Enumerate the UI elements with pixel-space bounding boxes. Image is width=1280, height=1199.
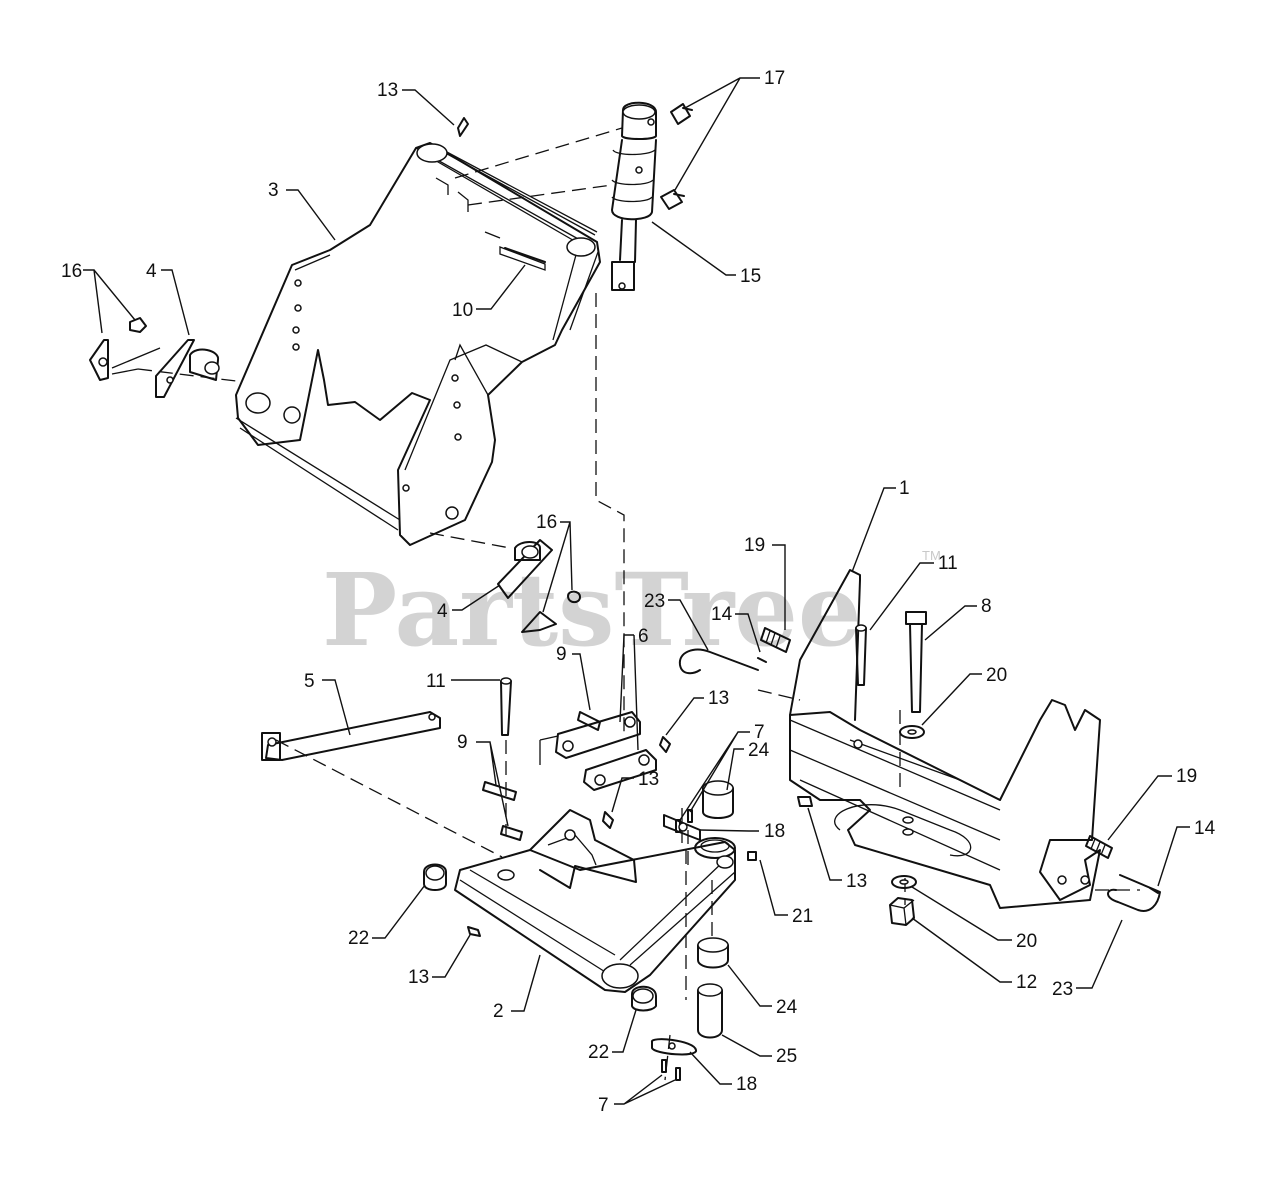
part-14-cotter-pins [757,657,1159,894]
callout-18-lower: 18 [736,1074,757,1095]
part-13-clips [457,117,813,937]
part-9-pins [482,711,601,841]
callout-2: 2 [493,1001,504,1022]
part-25-spacer [697,983,723,1039]
part-15-cylinder [611,101,657,291]
callout-19: 19 [744,535,765,556]
part-16-upper-hardware [89,317,161,381]
bushing-ring [694,837,736,859]
callout-13-center: 13 [638,769,659,790]
callout-7-lower: 7 [598,1095,609,1116]
part-24-bushing-upper [702,780,734,819]
callout-10: 10 [452,300,473,321]
callout-9-lower: 9 [457,732,468,753]
callout-13-right: 13 [846,871,867,892]
callout-13: 13 [377,80,398,101]
callout-23: 23 [644,591,665,612]
leader-lines [83,77,1190,1105]
part-6-link-plates [539,711,657,791]
part-11-pin-left [500,677,512,736]
callout-7: 7 [754,722,765,743]
callout-5: 5 [304,671,315,692]
callout-16-lower: 16 [536,512,557,533]
part-20-washers [891,725,925,889]
callout-22: 22 [348,928,369,949]
part-18-plate-lower [650,1038,698,1056]
part-4-upper-bracket [155,339,220,398]
callout-9: 9 [556,644,567,665]
watermark-trademark: TM [922,548,941,563]
callout-labels: 13 17 3 16 4 10 15 1 16 19 11 4 23 14 8 … [61,68,1216,1116]
part-18-plate-upper [663,814,701,841]
callout-23-right: 23 [1052,979,1073,1000]
part-17-grease-fittings [660,103,693,210]
part-3-lift-frame [235,142,601,546]
watermark: PartsTree [322,551,862,669]
part-19-springs [760,627,1113,859]
part-21-fitting [747,851,757,861]
callout-6: 6 [638,626,649,647]
callout-15: 15 [740,266,761,287]
callout-12: 12 [1016,972,1037,993]
part-12-nut [889,897,915,926]
part-1-hitch-mount [789,569,1101,909]
callout-24: 24 [748,740,770,761]
callout-14-right: 14 [1194,818,1216,839]
assembly-lines [137,127,1140,1081]
callout-25: 25 [776,1046,797,1067]
part-4-lower-bracket [497,539,553,599]
part-24-bushing-lower [697,937,729,969]
callout-18: 18 [764,821,785,842]
callout-8: 8 [981,596,992,617]
callout-17: 17 [764,68,785,89]
callout-14: 14 [711,604,733,625]
callout-19-right: 19 [1176,766,1197,787]
part-11-pin-right [855,624,867,686]
callout-13-mid: 13 [708,688,729,709]
part-22-bushings [423,863,657,1012]
callout-21: 21 [792,906,813,927]
part-10-rod [504,247,546,263]
callout-20: 20 [986,665,1007,686]
part-16-lower-hardware [521,590,581,633]
callout-3: 3 [268,180,279,201]
part-8-bolt [905,611,927,713]
part-23-j-pins [678,648,1161,912]
callout-11: 11 [938,553,958,574]
callout-1: 1 [899,478,910,499]
callout-24-lower: 24 [776,997,798,1018]
callout-20-lower: 20 [1016,931,1037,952]
callout-16: 16 [61,261,82,282]
callout-4-lower: 4 [437,601,448,622]
callout-13-lower: 13 [408,967,429,988]
callout-11-lower: 11 [426,671,446,692]
callout-4: 4 [146,261,157,282]
part-2-base-frame [454,809,736,993]
part-5-link-arm [261,711,441,761]
callout-22-lower: 22 [588,1042,609,1063]
